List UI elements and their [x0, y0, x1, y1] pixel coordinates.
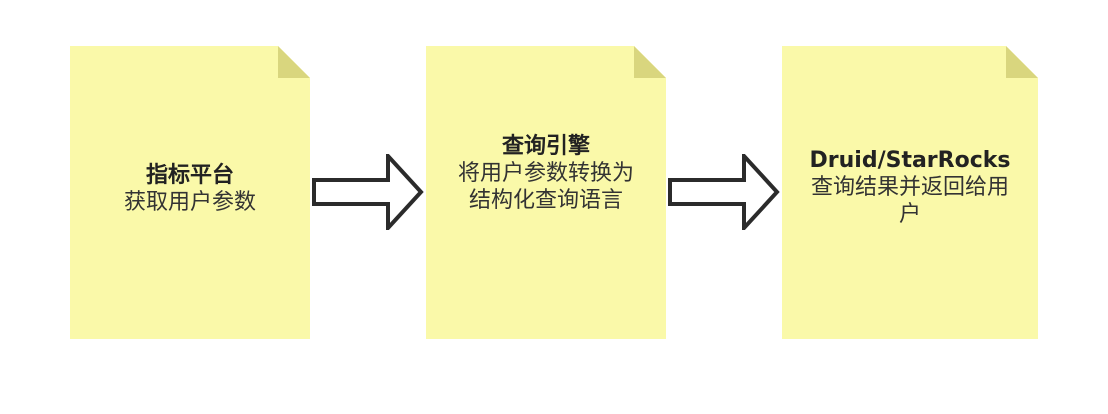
- note-body: 查询结果并返回给用户: [810, 175, 1009, 227]
- arrow-right-icon: [668, 154, 780, 230]
- note-text: Druid/StarRocks 查询结果并返回给用户: [796, 147, 1024, 228]
- note-metrics-platform: 指标平台 获取用户参数: [70, 46, 310, 339]
- note-text: 查询引擎 将用户参数转换为结构化查询语言: [440, 133, 652, 214]
- note-body: 获取用户参数: [123, 190, 256, 215]
- note-body: 将用户参数转换为结构化查询语言: [457, 161, 634, 213]
- note-query-engine: 查询引擎 将用户参数转换为结构化查询语言: [426, 46, 666, 339]
- note-shape: [782, 46, 1038, 339]
- note-title: Druid/StarRocks: [809, 148, 1011, 173]
- note-shape: [70, 46, 310, 339]
- note-druid-starrocks: Druid/StarRocks 查询结果并返回给用户: [782, 46, 1038, 339]
- note-text: 指标平台 获取用户参数: [84, 162, 296, 216]
- arrow-right-icon: [312, 154, 424, 230]
- note-title: 指标平台: [145, 163, 234, 188]
- note-shape: [426, 46, 666, 339]
- note-title: 查询引擎: [501, 134, 590, 159]
